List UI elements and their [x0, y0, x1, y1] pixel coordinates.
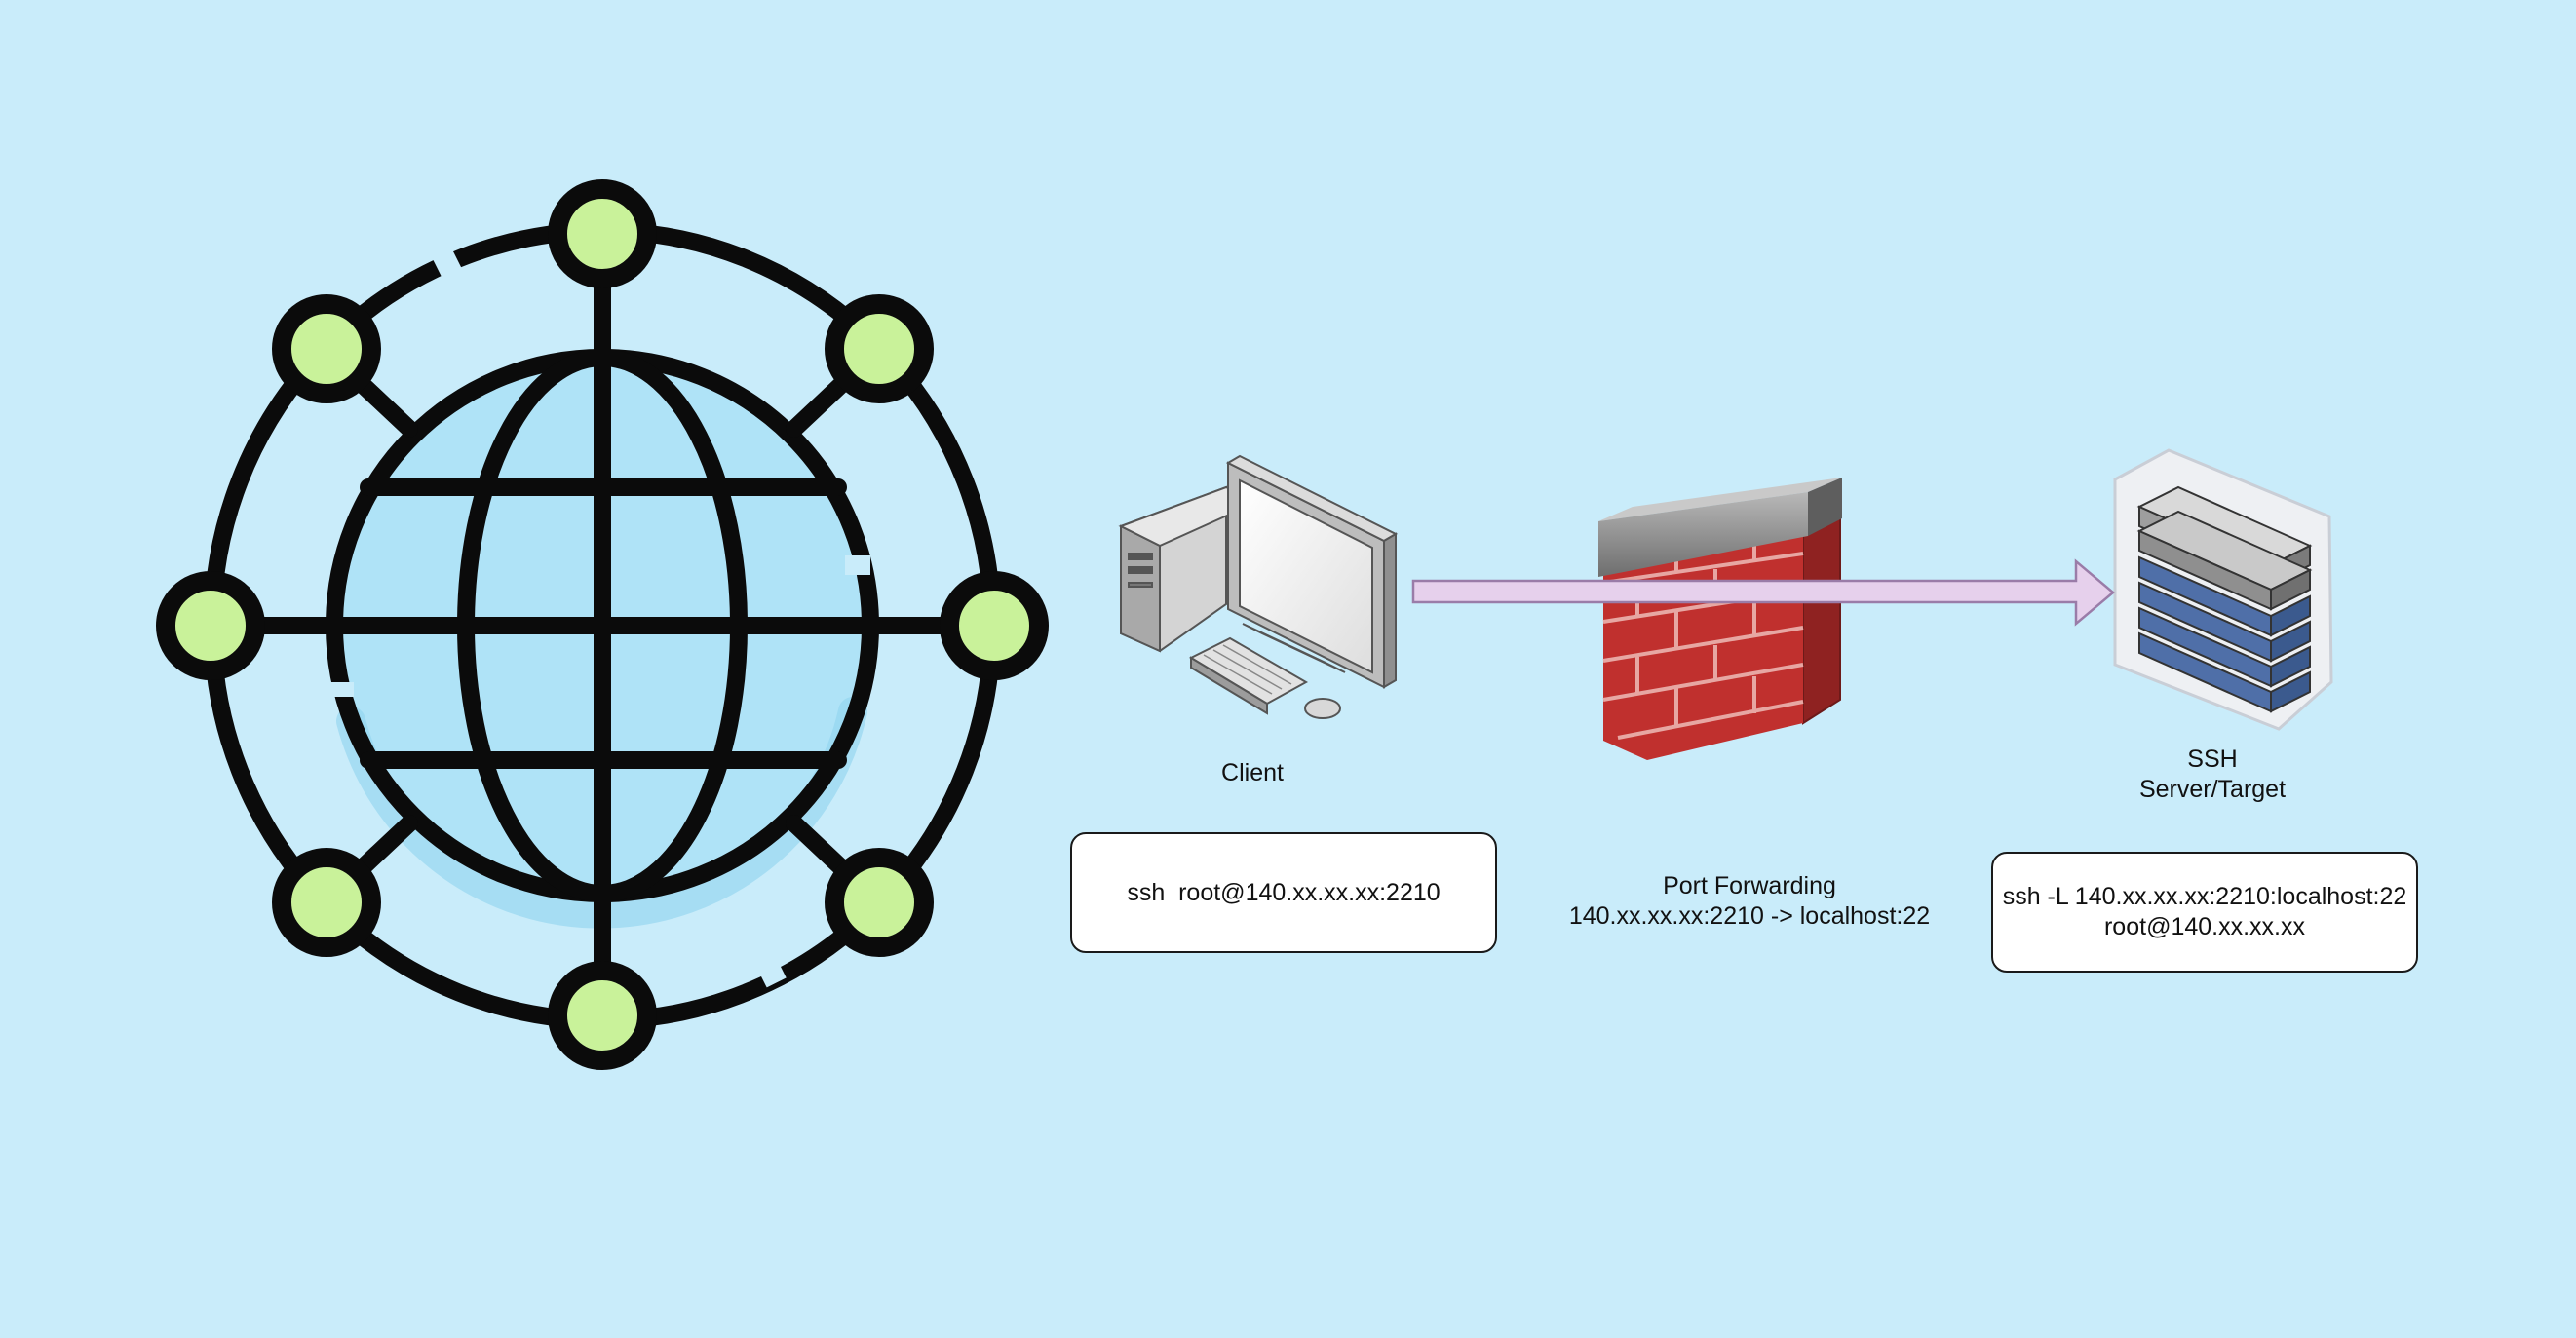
server-command-box: ssh -L 140.xx.xx.xx:2210:localhost:22 ro…	[1991, 852, 2418, 973]
server-command-line2: root@140.xx.xx.xx	[2103, 913, 2305, 940]
port-forwarding-rule: 140.xx.xx.xx:2210 -> localhost:22	[1568, 902, 1931, 930]
desktop-computer-icon	[1118, 454, 1399, 719]
client-command-box: ssh root@140.xx.xx.xx:2210	[1070, 832, 1497, 953]
server-command-line1: ssh -L 140.xx.xx.xx:2210:localhost:22	[2002, 883, 2407, 910]
client-label: Client	[1209, 758, 1296, 788]
firewall-label: Port Forwarding 140.xx.xx.xx:2210 -> loc…	[1530, 871, 1969, 932]
arrow-right-icon	[1411, 558, 2115, 627]
node-bottom	[548, 961, 657, 1070]
node-bottom-right	[825, 848, 934, 957]
firewall-brick-wall-icon	[1598, 478, 1842, 760]
node-top	[548, 179, 657, 288]
server-label-line2: Server/Target	[2138, 776, 2287, 803]
globe-gaps	[328, 555, 870, 697]
network-nodes	[156, 179, 1049, 1070]
port-forwarding-title: Port Forwarding	[1663, 872, 1836, 899]
server-rack-icon	[2113, 448, 2333, 731]
orbit-gaps	[432, 248, 787, 988]
server-label: SSH Server/Target	[2115, 745, 2310, 805]
client-command-text: ssh root@140.xx.xx.xx:2210	[1127, 878, 1441, 906]
node-right	[940, 571, 1049, 680]
server-label-line1: SSH	[2187, 745, 2238, 773]
node-top-right	[825, 294, 934, 403]
node-bottom-left	[272, 848, 381, 957]
node-left	[156, 571, 265, 680]
node-top-left	[272, 294, 381, 403]
client-label-text: Client	[1221, 759, 1284, 786]
